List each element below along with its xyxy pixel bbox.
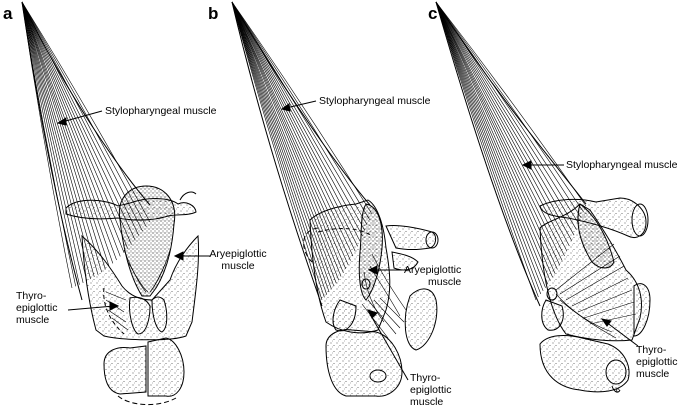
label-line: Thyro- [636, 344, 667, 356]
leader-lines [56, 100, 639, 381]
label-line: Aryepiglottic [209, 248, 267, 260]
muscle-fiber [435, 1, 556, 274]
muscle-fiber [21, 1, 91, 280]
muscle-fiber [435, 1, 544, 292]
panel-b-thyroepiglottic-label: Thyro- epiglottic muscle [410, 372, 451, 408]
panel-a-drawing [21, 1, 200, 406]
panel-a-epiglottis [118, 185, 176, 297]
muscle-fiber [435, 1, 575, 236]
muscle-fiber [21, 1, 114, 264]
label-line: muscle [410, 396, 444, 408]
muscle-fiber [21, 1, 103, 273]
muscle-border [435, 1, 587, 205]
muscle-fiber [21, 1, 121, 257]
muscle-fiber [21, 1, 88, 282]
label-line: muscle [428, 276, 462, 288]
muscle-fiber [21, 1, 106, 270]
panel-c-letter: c [428, 4, 438, 23]
panel-a-cricoid [103, 345, 147, 395]
muscle-fiber [231, 1, 323, 301]
muscle-border [21, 1, 83, 301]
muscle-fiber [231, 1, 368, 226]
svg-text:e: e [616, 385, 620, 394]
muscle-fiber [435, 1, 537, 301]
muscle-fiber [435, 1, 546, 288]
label-line: Thyro- [410, 372, 441, 384]
panel-a-stylopharyngeal-label: Stylopharyngeal muscle [105, 105, 217, 117]
label-line: Thyro- [16, 290, 47, 302]
muscle-border [435, 1, 541, 307]
muscle-fiber [435, 1, 568, 252]
panel-c-stylopharyngeal-label: Stylopharyngeal muscle [566, 159, 678, 171]
panel-b-epiglottis [358, 203, 383, 301]
muscle-fiber [21, 1, 117, 261]
muscle-fiber [435, 1, 542, 295]
label-line: epiglottic [410, 384, 452, 396]
panel-c-cricoid [539, 335, 630, 393]
muscle-fiber [21, 1, 99, 275]
panel-b-cricoid [325, 329, 403, 397]
label-line: epiglottic [636, 356, 678, 368]
panel-a-thyroid-cartilage [81, 234, 200, 341]
muscle-fiber [435, 1, 563, 261]
panel-b-drawing [231, 1, 439, 397]
muscle-fiber [21, 1, 125, 253]
label-line: muscle [636, 368, 670, 380]
muscle-fiber [435, 1, 553, 278]
muscle-fiber [435, 1, 539, 298]
label-line: Aryepiglottic [404, 264, 462, 276]
muscle-fiber [21, 1, 110, 267]
panel-a-aryepiglottic-label: Aryepiglottic muscle [208, 248, 268, 272]
panel-a-thyroepiglottic-label: Thyro- epiglottic muscle [16, 290, 57, 326]
muscle-fiber [435, 1, 549, 285]
muscle-fiber [231, 1, 325, 298]
muscle-fiber [435, 1, 551, 282]
muscle-fiber [435, 1, 565, 257]
panel-b-stylopharyngeal-label: Stylopharyngeal muscle [319, 95, 431, 107]
muscle-fiber [435, 1, 561, 266]
label-line: muscle [16, 314, 50, 326]
label-line: epiglottic [16, 302, 58, 314]
panel-b-aryepiglottic-label: Aryepiglottic muscle [404, 264, 461, 288]
muscle-fiber [435, 1, 582, 219]
muscle-fiber [435, 1, 587, 207]
muscle-fiber [21, 1, 80, 285]
muscle-border [231, 1, 371, 206]
panel-b-letter: b [208, 4, 219, 23]
muscle-fiber [231, 1, 370, 220]
panel-c-drawing [435, 1, 651, 393]
muscle-fiber [21, 1, 84, 283]
muscle-border [231, 1, 323, 307]
panel-c-epiglottis [577, 203, 615, 269]
muscle-fiber [435, 1, 584, 213]
panel-b-stylopharyngeal-fibers [231, 1, 373, 307]
muscle-fiber [435, 1, 558, 270]
panel-c-thyroepiglottic-label: Thyro- epiglottic muscle [636, 344, 677, 380]
panel-a-letter: a [3, 4, 13, 23]
label-line: muscle [221, 260, 255, 272]
